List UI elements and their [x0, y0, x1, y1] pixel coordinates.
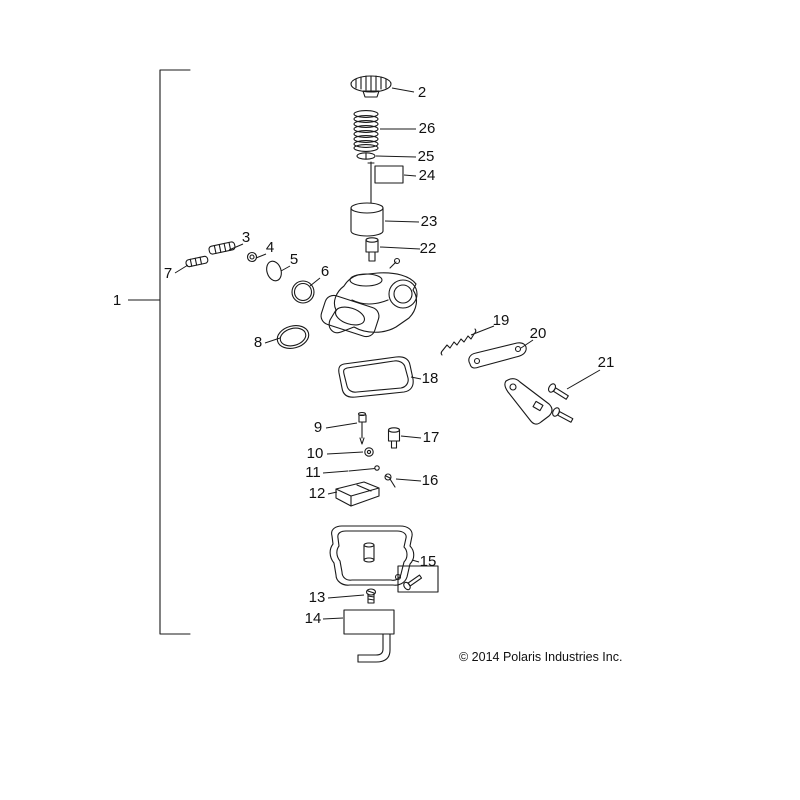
callout-26: 26: [419, 120, 436, 137]
callout-4: 4: [266, 239, 274, 256]
part-23-slide: [350, 202, 384, 237]
callout-10: 10: [307, 445, 324, 462]
float-bowl: [329, 525, 415, 586]
callout-8: 8: [254, 334, 262, 351]
carburetor-body: [320, 257, 418, 338]
callout-labels: 1 2 3 4 5 6 7 8 9 10 11 12 13 14 15 16 1…: [113, 84, 615, 627]
diagram-shapes: [159, 69, 574, 663]
part-7-screw: [185, 255, 209, 268]
callout-7: 7: [164, 265, 172, 282]
part-25-clip: [356, 152, 376, 160]
part-26-spring: [353, 110, 379, 152]
copyright-text: © 2014 Polaris Industries Inc.: [459, 650, 622, 664]
part-24-needle: [367, 161, 404, 204]
part-13-drain-screw: [365, 588, 377, 604]
part-3-spring: [208, 241, 236, 255]
callout-19: 19: [493, 312, 510, 329]
part-10-seat: [364, 447, 374, 457]
callout-25: 25: [418, 148, 435, 165]
part-9-needle-valve: [357, 411, 367, 445]
part-14-drain-tube: [343, 609, 395, 663]
part-19-spring: [440, 328, 477, 356]
callout-2: 2: [418, 84, 426, 101]
callout-6: 6: [321, 263, 329, 280]
part-18-gasket: [338, 356, 414, 398]
callout-3: 3: [242, 229, 250, 246]
callout-21: 21: [598, 354, 615, 371]
part-21-bracket-kit: [504, 378, 574, 425]
callout-20: 20: [530, 325, 547, 342]
part-2-cap: [350, 75, 392, 98]
part-16-screw: [384, 473, 396, 488]
part-17-main-jet: [387, 427, 401, 449]
callout-11: 11: [305, 464, 321, 481]
callout-18: 18: [422, 370, 439, 387]
part-15-screw-kit: [397, 565, 439, 593]
callout-13: 13: [309, 589, 326, 606]
callout-5: 5: [290, 251, 298, 268]
leader-lines: [128, 87, 601, 620]
callout-14: 14: [305, 610, 322, 627]
callout-1: 1: [113, 292, 121, 309]
assembly-bracket: [159, 69, 191, 635]
callout-9: 9: [314, 419, 322, 436]
part-11-float-pin: [348, 465, 380, 472]
part-22-jet: [365, 237, 379, 262]
part-4-nut: [246, 251, 258, 263]
callout-16: 16: [422, 472, 439, 489]
part-12-float: [335, 481, 380, 507]
callout-24: 24: [419, 167, 436, 184]
part-6-oring: [291, 280, 315, 304]
callout-12: 12: [309, 485, 326, 502]
part-8-oring: [276, 325, 310, 349]
callout-23: 23: [421, 213, 438, 230]
callout-17: 17: [423, 429, 440, 446]
callout-22: 22: [420, 240, 437, 257]
part-5-clip: [266, 260, 282, 282]
callout-15: 15: [420, 553, 437, 570]
part-20-lever: [468, 342, 527, 369]
